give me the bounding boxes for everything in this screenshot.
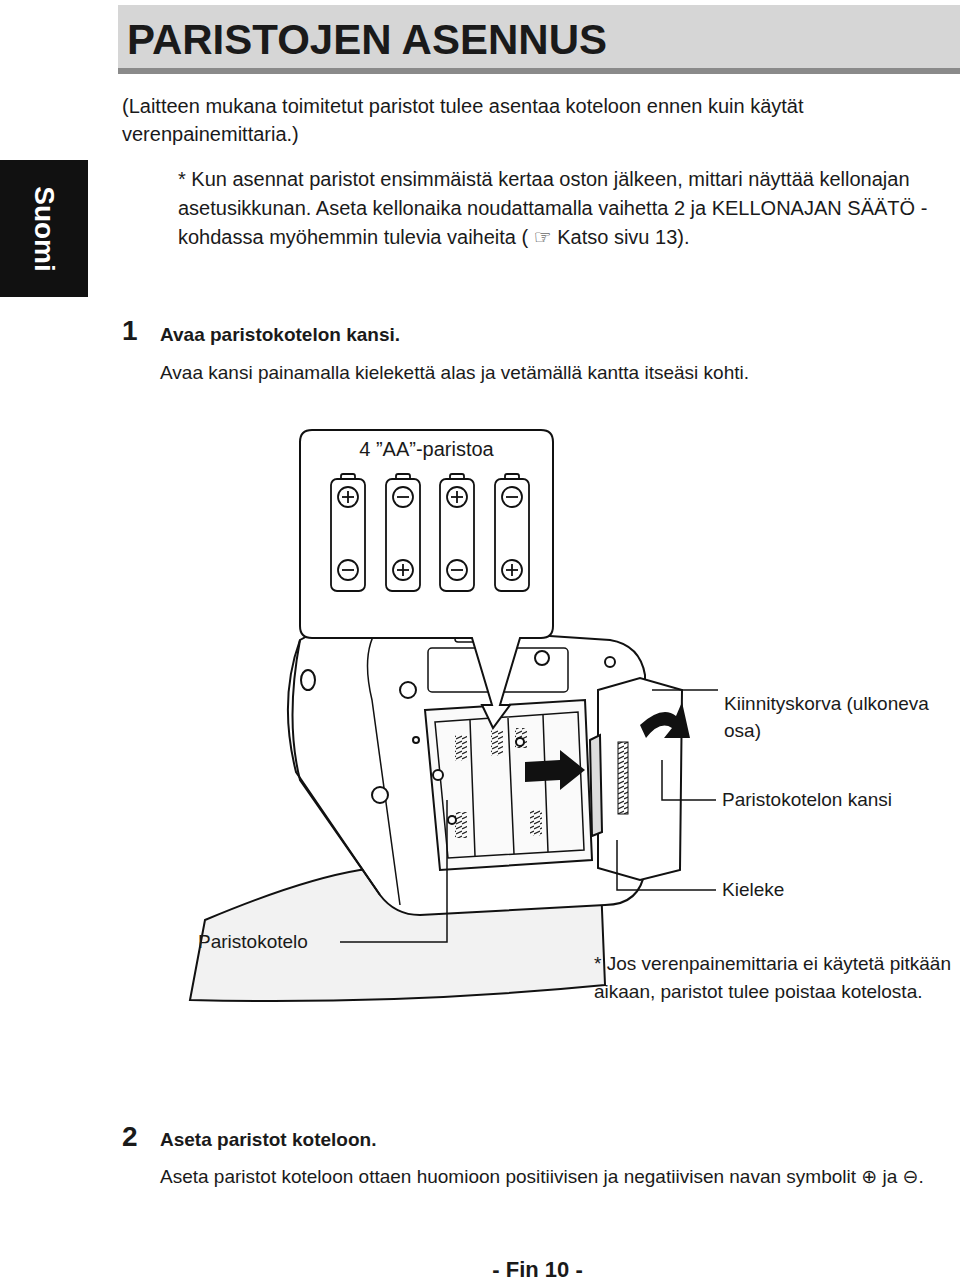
title-band [118, 5, 960, 73]
battery-part [447, 560, 467, 580]
battery-part [502, 560, 522, 580]
battery-part [338, 487, 358, 507]
battery-part [440, 479, 474, 591]
battery-part [393, 560, 413, 580]
part-label: Kiinnityskorva (ulkoneva osa) [724, 690, 949, 744]
step-text: Aseta paristot koteloon ottaen huomioon … [160, 1163, 950, 1191]
battery-part [386, 479, 420, 591]
battery-part [393, 487, 413, 507]
page-number: - Fin 10 - [430, 1258, 645, 1282]
part-label: Paristokotelo [198, 929, 338, 955]
battery-part [347, 491, 349, 503]
battery-callout-box: 4 ”AA”-paristoa [300, 430, 553, 638]
device [190, 625, 690, 1001]
step-text: Avaa kansi painamalla kielekettä alas ja… [160, 360, 950, 386]
battery-part [402, 564, 404, 576]
battery-part [447, 487, 467, 507]
battery-part [456, 491, 458, 503]
step-heading: Aseta paristot koteloon. [160, 1128, 860, 1152]
aa-batteries [331, 474, 529, 591]
step-number: 1 [122, 314, 138, 348]
part-label: Kieleke [722, 877, 922, 903]
battery-part [331, 479, 365, 591]
battery-part [495, 479, 529, 591]
battery-callout [300, 430, 553, 728]
page-title: PARISTOJEN ASENNUS [127, 16, 607, 64]
note: * Jos verenpainemittaria ei käytetä pitk… [594, 950, 956, 1006]
tab-text: Suomi [28, 186, 60, 272]
battery-part [397, 496, 409, 498]
battery-part [506, 496, 518, 498]
step-heading: Avaa paristokotelon kansi. [160, 323, 860, 347]
intro-note: (Laitteen mukana toimitetut paristot tul… [122, 92, 937, 148]
language-tab: Suomi [0, 160, 88, 297]
battery-part [338, 560, 358, 580]
language-tab [0, 160, 88, 297]
battery-part [511, 564, 513, 576]
step-number: 2 [122, 1120, 138, 1154]
battery-part [451, 569, 463, 571]
callout-heading: 4 ”AA”-paristoa [300, 438, 553, 461]
footnote: * Kun asennat paristot ensimmäistä kerta… [178, 165, 953, 252]
title-rule [118, 68, 960, 74]
part-label: Paristokotelon kansi [722, 787, 952, 813]
battery-part [502, 487, 522, 507]
leader-lines [340, 690, 718, 942]
battery-part [342, 569, 354, 571]
